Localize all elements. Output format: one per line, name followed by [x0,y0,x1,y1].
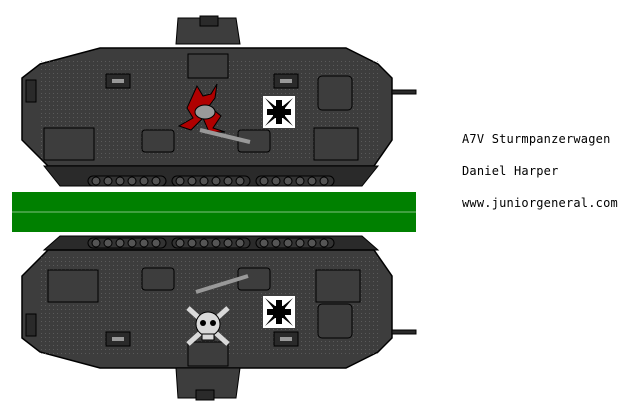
iron-cross-icon [263,296,295,328]
upper-tank-side [21,15,417,187]
website-url: www.juniorgeneral.com [462,196,618,210]
green-connector-strip [12,192,416,232]
skull-crossbones-icon [186,306,230,346]
iron-cross-icon [263,96,295,128]
model-title: A7V Sturmpanzerwagen [462,132,611,146]
lower-tank-side [21,235,417,401]
author-credit: Daniel Harper [462,164,559,178]
devil-emblem-icon [177,83,226,133]
